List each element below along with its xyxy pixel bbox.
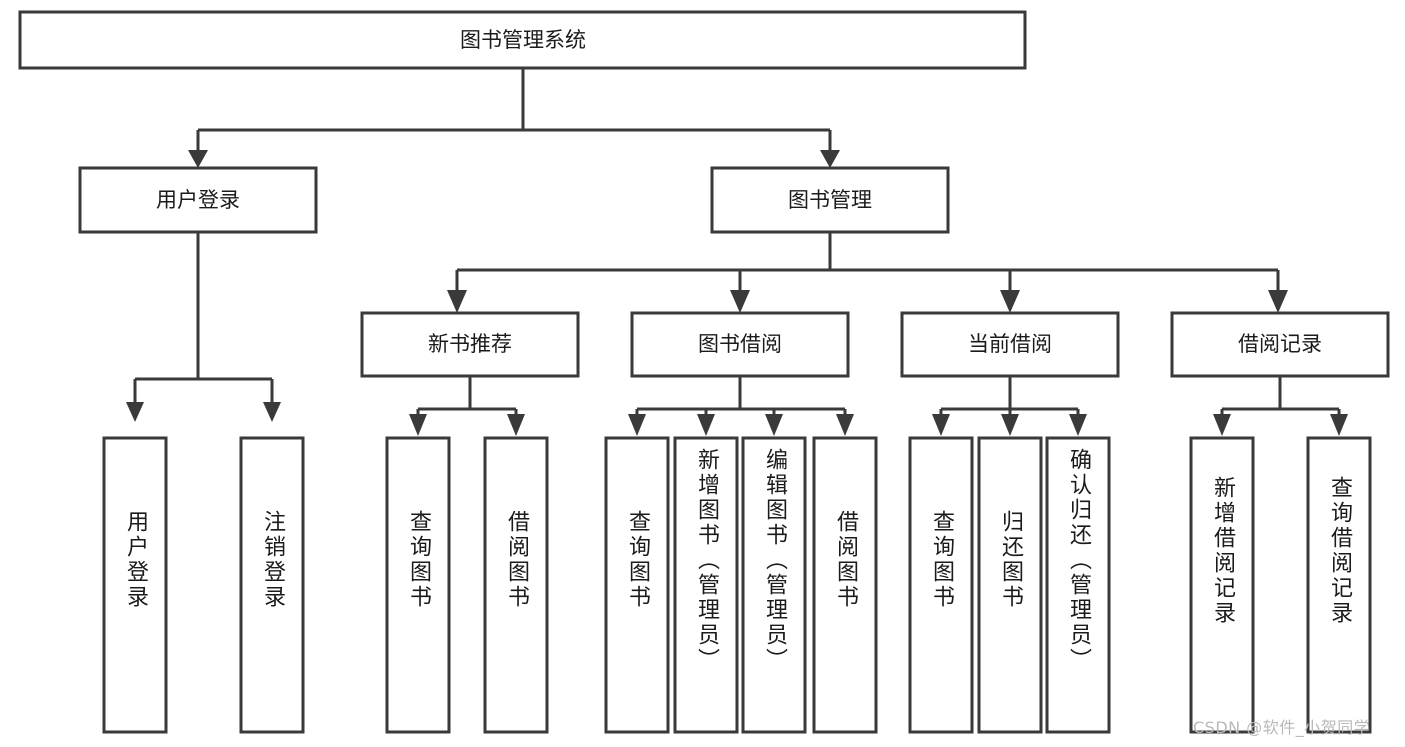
arrow-head-leaf-user-login xyxy=(126,402,144,422)
leaf-box-user-login[interactable] xyxy=(102,436,168,734)
arrow-head-user-login xyxy=(188,150,208,168)
node-current-borrow-box[interactable] xyxy=(900,311,1120,378)
leaf-box-bb-borrow-book[interactable] xyxy=(812,436,878,734)
arrow-head-cb-leaf-3 xyxy=(1069,414,1087,436)
node-current-borrow-label: 当前借阅 xyxy=(968,332,1052,356)
node-new-book-recommend-label: 新书推荐 xyxy=(428,332,512,356)
node-book-borrow-box[interactable] xyxy=(630,311,850,378)
arrow-head-leaf-logout xyxy=(263,402,281,422)
leaf-box-cb-confirm-return[interactable] xyxy=(1045,436,1111,734)
node-current-borrow[interactable]: 当前借阅 xyxy=(900,311,1120,378)
arrow-head-nb-leaf-1 xyxy=(409,414,427,436)
leaf-box-bb-edit-book[interactable] xyxy=(741,436,807,734)
arrow-head-new-book xyxy=(447,290,467,313)
node-book-manage-box[interactable] xyxy=(710,166,950,234)
node-book-borrow[interactable]: 图书借阅 xyxy=(630,311,850,378)
arrow-head-br-leaf-1 xyxy=(1213,414,1231,436)
arrow-head-book-borrow xyxy=(730,290,750,313)
node-new-book-recommend[interactable]: 新书推荐 xyxy=(360,311,580,378)
arrow-head-bb-leaf-2 xyxy=(697,414,715,436)
arrow-head-cb-leaf-1 xyxy=(932,414,950,436)
arrow-head-nb-leaf-2 xyxy=(507,414,525,436)
node-root-label: 图书管理系统 xyxy=(460,28,586,52)
node-root[interactable]: 图书管理系统 xyxy=(18,10,1027,70)
csdn-watermark: CSDN @软件_小贺同学 xyxy=(1193,718,1371,737)
leaf-box-br-query-record[interactable] xyxy=(1306,436,1372,734)
node-borrow-record-label: 借阅记录 xyxy=(1238,332,1322,356)
leaf-box-nbr-query-book[interactable] xyxy=(385,436,451,734)
node-user-login-box[interactable] xyxy=(78,166,318,234)
leaf-box-nbr-borrow-book[interactable] xyxy=(483,436,549,734)
arrow-head-current-borrow xyxy=(1000,290,1020,313)
connectors-group xyxy=(126,68,1348,436)
leaf-box-cb-return-book[interactable] xyxy=(977,436,1043,734)
leaf-box-cb-query-book[interactable] xyxy=(908,436,974,734)
arrow-head-book-manage xyxy=(820,150,840,168)
arrow-head-borrow-record xyxy=(1268,290,1288,313)
node-book-borrow-label: 图书借阅 xyxy=(698,332,782,356)
node-borrow-record[interactable]: 借阅记录 xyxy=(1170,311,1390,378)
node-root-box[interactable] xyxy=(18,10,1027,70)
arrow-head-bb-leaf-4 xyxy=(836,414,854,436)
arrow-head-br-leaf-2 xyxy=(1330,414,1348,436)
leaf-box-br-add-record[interactable] xyxy=(1189,436,1255,734)
node-borrow-record-box[interactable] xyxy=(1170,311,1390,378)
leaf-box-bb-query-book[interactable] xyxy=(604,436,670,734)
node-book-manage-label: 图书管理 xyxy=(788,188,872,212)
node-user-login[interactable]: 用户登录 xyxy=(78,166,318,234)
node-new-book-recommend-box[interactable] xyxy=(360,311,580,378)
arrow-head-bb-leaf-3 xyxy=(765,414,783,436)
leaf-box-logout[interactable] xyxy=(239,436,305,734)
node-book-manage[interactable]: 图书管理 xyxy=(710,166,950,234)
node-user-login-label: 用户登录 xyxy=(156,188,240,212)
leaf-box-bb-add-book[interactable] xyxy=(673,436,739,734)
arrow-head-bb-leaf-1 xyxy=(628,414,646,436)
arrow-head-cb-leaf-2 xyxy=(1001,414,1019,436)
